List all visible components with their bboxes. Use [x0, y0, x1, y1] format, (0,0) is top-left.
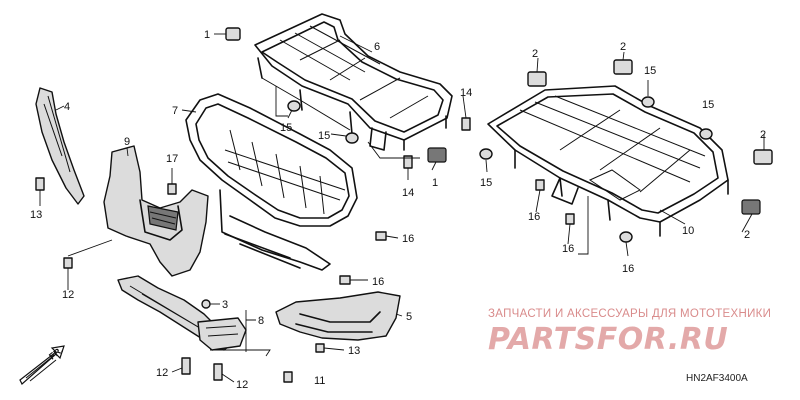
callout-label: 10 — [682, 225, 694, 237]
callout-label: 2 — [532, 48, 538, 60]
callout-label: 2 — [744, 229, 750, 241]
callout-label: 13 — [348, 345, 360, 357]
callout-label: 15 — [702, 99, 714, 111]
callout-label: 1 — [204, 29, 210, 41]
watermark-logo: PARTSFOR.RU — [488, 322, 728, 357]
callout-label: 6 — [374, 41, 380, 53]
callout-label: 11 — [314, 375, 325, 387]
callout-label: 2 — [760, 129, 766, 141]
callout-label: 5 — [406, 311, 412, 323]
callout-label: 16 — [372, 276, 384, 288]
leader-lines — [39, 33, 765, 383]
front-direction-arrow: FR. — [19, 345, 65, 385]
callout-label: 1 — [432, 177, 438, 189]
hardware-items — [35, 27, 773, 383]
callout-label: 15 — [644, 65, 656, 77]
callout-label: 17 — [166, 153, 178, 165]
callout-label: 16 — [622, 263, 634, 275]
front-lower-panel — [103, 145, 209, 277]
callout-label: 16 — [528, 211, 540, 223]
callout-label: 14 — [460, 87, 472, 99]
callout-label: 15 — [318, 130, 330, 142]
callout-label: 9 — [124, 136, 130, 148]
front-guard-bumper — [185, 93, 358, 271]
callout-label: 13 — [30, 209, 42, 221]
callout-label: 12 — [156, 367, 168, 379]
callout-label: 4 — [64, 101, 70, 113]
callout-label: 15 — [280, 122, 292, 134]
callout-label: 7 — [172, 105, 178, 117]
callout-label: 3 — [222, 299, 228, 311]
diagram-code: HN2AF3400A — [686, 373, 748, 384]
callout-label: 16 — [562, 243, 574, 255]
cap-part-1 — [225, 27, 241, 41]
callout-label: 8 — [258, 315, 264, 327]
callout-label: 12 — [236, 379, 248, 391]
front-fender-panel — [275, 291, 401, 341]
callout-numbers: 1 6 2 2 4 15 14 15 7 15 14 1 15 2 9 17 1… — [30, 29, 766, 391]
callout-label: 14 — [402, 187, 414, 199]
front-carrier-rack — [487, 85, 729, 237]
watermark-caption: ЗАПЧАСТИ И АКСЕССУАРЫ ДЛЯ МОТОТЕХНИКИ — [488, 308, 771, 320]
callout-label: 15 — [480, 177, 492, 189]
cap-part-1b — [427, 147, 447, 163]
bracket-assembly — [197, 317, 247, 351]
callout-label: 12 — [62, 289, 74, 301]
side-cover-left — [35, 87, 85, 205]
callout-label: 16 — [402, 233, 414, 245]
rear-carrier-rack — [254, 13, 453, 151]
callout-label: 2 — [620, 41, 626, 53]
